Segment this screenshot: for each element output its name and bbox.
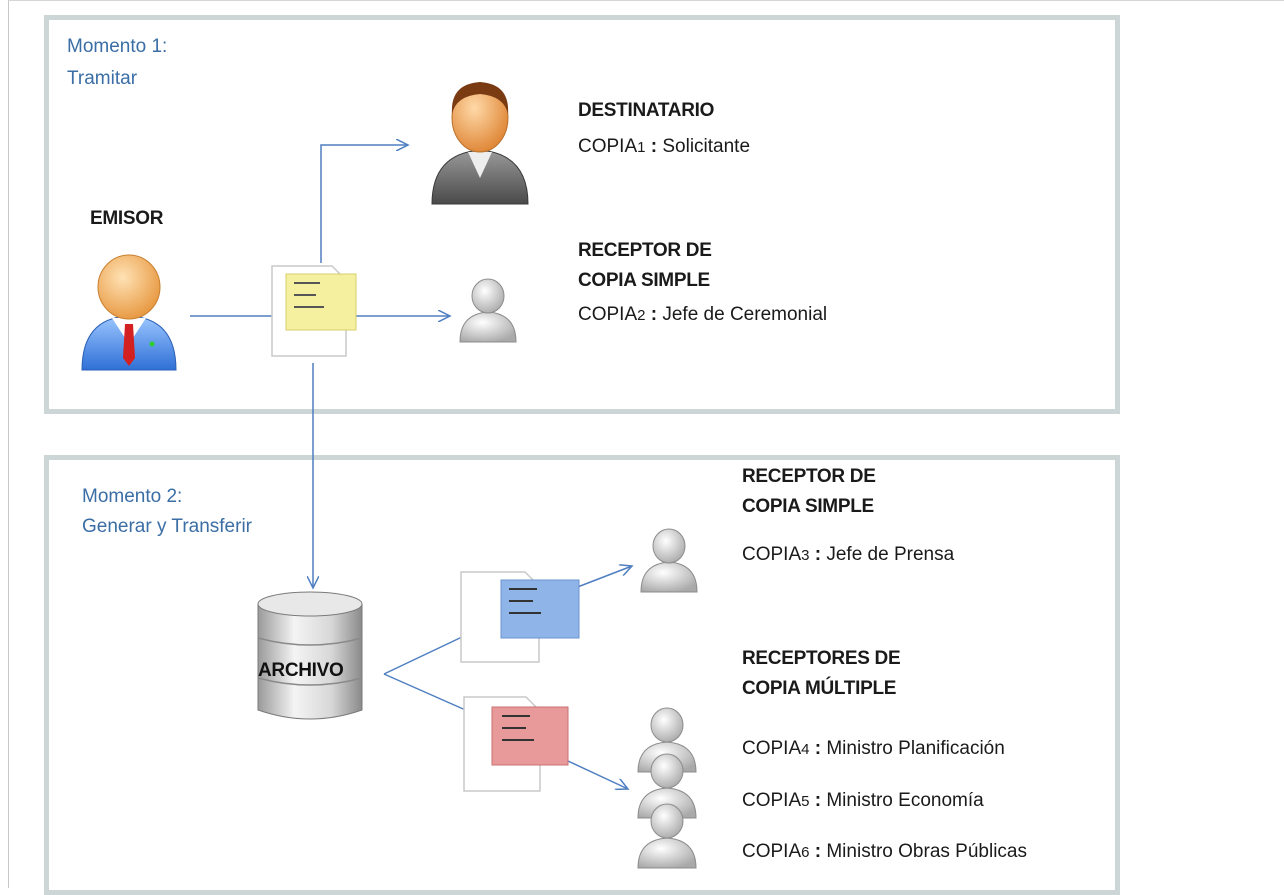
copy-number: 3 bbox=[801, 547, 810, 564]
copy-label: COPIA bbox=[742, 841, 802, 862]
document-note-icon bbox=[460, 571, 580, 663]
person-emisor-icon bbox=[81, 254, 177, 371]
person-gray-icon bbox=[640, 528, 698, 593]
copy-name: Ministro Obras Públicas bbox=[826, 841, 1027, 862]
arrow-archivo-doc-blue bbox=[383, 636, 463, 675]
momento-1-panel bbox=[44, 15, 1120, 414]
arrow-archivo-doc-red bbox=[383, 673, 471, 713]
momento-1-subtitle: Tramitar bbox=[67, 68, 138, 89]
destinatario-title: DESTINATARIO bbox=[578, 100, 715, 121]
copy-item: COPIA6 : Ministro Obras Públicas bbox=[742, 840, 1027, 865]
arrow-to-receptores-multiple bbox=[567, 760, 628, 789]
momento-1-label: Momento 1: Tramitar bbox=[67, 34, 167, 92]
copy-separator: : bbox=[809, 790, 827, 811]
copy-number: 1 bbox=[637, 139, 646, 156]
copy-label: COPIA bbox=[742, 790, 802, 811]
copy-separator: : bbox=[809, 544, 827, 565]
copy-label: COPIA bbox=[742, 738, 802, 759]
momento-2-title: Momento 2: bbox=[82, 486, 183, 507]
receptor-1-title-line1: RECEPTOR DE bbox=[578, 240, 712, 261]
copy-name: Jefe de Prensa bbox=[826, 544, 955, 565]
momento-2-panel bbox=[44, 455, 1120, 895]
destinatario-copy: COPIA1 : Solicitante bbox=[578, 135, 750, 160]
arrow-to-receptor-2 bbox=[574, 566, 632, 589]
receptor-2-title: RECEPTOR DE COPIA SIMPLE bbox=[742, 464, 876, 520]
copy-item: COPIA5 : Ministro Economía bbox=[742, 789, 984, 814]
copy-name: Ministro Planificación bbox=[826, 738, 1005, 759]
document-note-icon bbox=[463, 696, 569, 792]
arrow-to-destinatario bbox=[320, 145, 408, 263]
database-icon bbox=[257, 591, 363, 720]
person-gray-icon bbox=[459, 278, 517, 343]
copy-number: 4 bbox=[801, 741, 810, 758]
copy-separator: : bbox=[809, 841, 827, 862]
archivo-label: ARCHIVO bbox=[258, 660, 344, 681]
receptores-multiple-title-line1: RECEPTORES DE bbox=[742, 648, 901, 669]
receptor-2-copy: COPIA3 : Jefe de Prensa bbox=[742, 543, 954, 568]
copy-number: 2 bbox=[637, 307, 646, 324]
momento-2-subtitle: Generar y Transferir bbox=[82, 516, 252, 537]
person-boss-icon bbox=[431, 82, 529, 205]
momento-1-title: Momento 1: bbox=[67, 36, 168, 57]
copy-name: Jefe de Ceremonial bbox=[662, 304, 828, 325]
receptor-2-title-line1: RECEPTOR DE bbox=[742, 466, 876, 487]
copy-label: COPIA bbox=[742, 544, 802, 565]
copy-separator: : bbox=[809, 738, 827, 759]
copy-label: COPIA bbox=[578, 136, 638, 157]
copy-number: 6 bbox=[801, 844, 810, 861]
receptor-1-copy: COPIA2 : Jefe de Ceremonial bbox=[578, 303, 827, 328]
emisor-label: EMISOR bbox=[90, 208, 164, 229]
diagram-frame bbox=[8, 0, 1284, 888]
person-group-icon bbox=[637, 707, 697, 869]
document-note-icon bbox=[271, 265, 357, 357]
receptores-multiple-title: RECEPTORES DE COPIA MÚLTIPLE bbox=[742, 646, 901, 702]
receptor-1-title-line2: COPIA SIMPLE bbox=[578, 270, 710, 291]
receptores-multiple-title-line2: COPIA MÚLTIPLE bbox=[742, 678, 897, 699]
copy-name: Solicitante bbox=[662, 136, 751, 157]
receptor-2-title-line2: COPIA SIMPLE bbox=[742, 496, 874, 517]
copy-name: Ministro Economía bbox=[826, 790, 984, 811]
copy-separator: : bbox=[645, 136, 663, 157]
copy-separator: : bbox=[645, 304, 663, 325]
momento-2-label: Momento 2: Generar y Transferir bbox=[82, 484, 252, 540]
copy-number: 5 bbox=[801, 793, 810, 810]
receptor-1-title: RECEPTOR DE COPIA SIMPLE bbox=[578, 238, 712, 294]
copy-item: COPIA4 : Ministro Planificación bbox=[742, 737, 1005, 762]
copy-label: COPIA bbox=[578, 304, 638, 325]
